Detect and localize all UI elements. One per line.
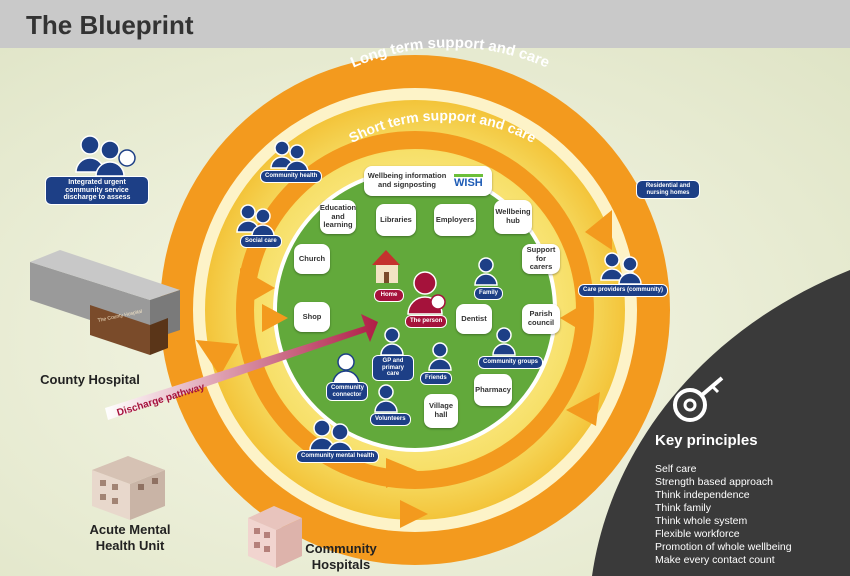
county-hospital-label: County Hospital <box>40 372 140 387</box>
badge-community-mental-health: Community mental health <box>296 450 380 463</box>
card-employers: Employers <box>434 204 476 236</box>
county-hospital-building: The County Hospital <box>30 250 180 355</box>
badge-community-groups: Community groups <box>478 356 543 369</box>
community-mental-health-people-icon <box>309 419 353 455</box>
arrow-left-outer <box>240 268 275 308</box>
title-bar: The Blueprint <box>0 0 850 48</box>
key-principles-heading: Key principles <box>655 432 758 449</box>
the-person-icon <box>407 271 446 315</box>
principle-item: Strength based approach <box>655 476 773 488</box>
arrow-bottom-left <box>196 340 238 376</box>
arrow-left-inner <box>262 304 288 332</box>
volunteers-people-icon <box>374 384 398 413</box>
badge-community-health: Community health <box>260 170 323 183</box>
card-shop: Shop <box>294 302 330 332</box>
arrow-lower-right <box>566 392 600 426</box>
card-dentist: Dentist <box>456 304 492 334</box>
friends-people-icon <box>428 342 452 371</box>
badge-residential: Residential and nursing homes <box>636 180 700 200</box>
principle-item: Flexible workforce <box>655 528 740 540</box>
acute-mental-health-building <box>92 456 165 520</box>
principle-item: Think independence <box>655 489 750 501</box>
principle-item: Self care <box>655 463 697 475</box>
principle-item: Think family <box>655 502 712 514</box>
badge-community-connector: Community connector <box>326 382 368 402</box>
care-providers-people-icon <box>600 252 642 285</box>
badge-integrated: Integrated urgent community service disc… <box>45 176 149 206</box>
arrow-bottom-2 <box>400 500 428 528</box>
key-principles-panel <box>592 270 850 576</box>
family-people-icon <box>474 257 498 286</box>
card-church: Church <box>294 244 330 274</box>
community-connector-icon <box>332 353 360 385</box>
gp-people-icon <box>380 327 404 356</box>
arrow-bottom <box>386 458 420 488</box>
card-wellbeing-hub: Wellbeing hub <box>494 200 532 234</box>
social-care-people-icon <box>236 204 275 237</box>
badge-home: Home <box>374 289 404 302</box>
page-title: The Blueprint <box>26 10 194 40</box>
principle-item: Make every contact count <box>655 554 775 566</box>
card-libraries: Libraries <box>376 204 416 236</box>
integrated-people-icon <box>75 135 136 177</box>
badge-social-care: Social care <box>240 235 282 248</box>
acute-mental-label: Acute Mental Health Unit <box>89 522 171 553</box>
community-health-people-icon <box>270 140 309 173</box>
wish-logo: WISH <box>454 173 483 189</box>
badge-gp: GP and primary care <box>372 355 414 381</box>
community-hospitals-label: Community Hospitals <box>305 541 377 572</box>
principle-item: Think whole system <box>655 515 748 527</box>
badge-family: Family <box>474 287 504 300</box>
key-icon <box>673 376 724 422</box>
arrow-right-outer <box>585 210 612 250</box>
badge-the-person: The person <box>405 315 448 328</box>
key-principles: Key principles Self care Strength based … <box>655 432 792 567</box>
card-village-hall: Village hall <box>424 394 458 428</box>
card-wellbeing-info: Wellbeing information and signposting WI… <box>364 166 492 196</box>
community-groups-people-icon <box>492 327 516 356</box>
key-principles-list: Self care Strength based approach Think … <box>655 463 792 567</box>
card-education: Education and learning <box>320 200 356 234</box>
card-pharmacy: Pharmacy <box>474 374 512 406</box>
card-parish: Parish council <box>522 304 560 334</box>
wellbeing-label: Wellbeing information and signposting <box>367 171 447 189</box>
badge-care-providers: Care providers (community) <box>578 284 669 297</box>
house-icon <box>372 250 400 283</box>
card-support-carers: Support for carers <box>522 244 560 274</box>
principle-item: Promotion of whole wellbeing <box>655 541 792 553</box>
badge-volunteers: Volunteers <box>370 413 411 426</box>
badge-friends: Friends <box>420 372 452 385</box>
community-hospitals-building <box>248 506 302 568</box>
arrow-right-inner <box>560 300 590 336</box>
